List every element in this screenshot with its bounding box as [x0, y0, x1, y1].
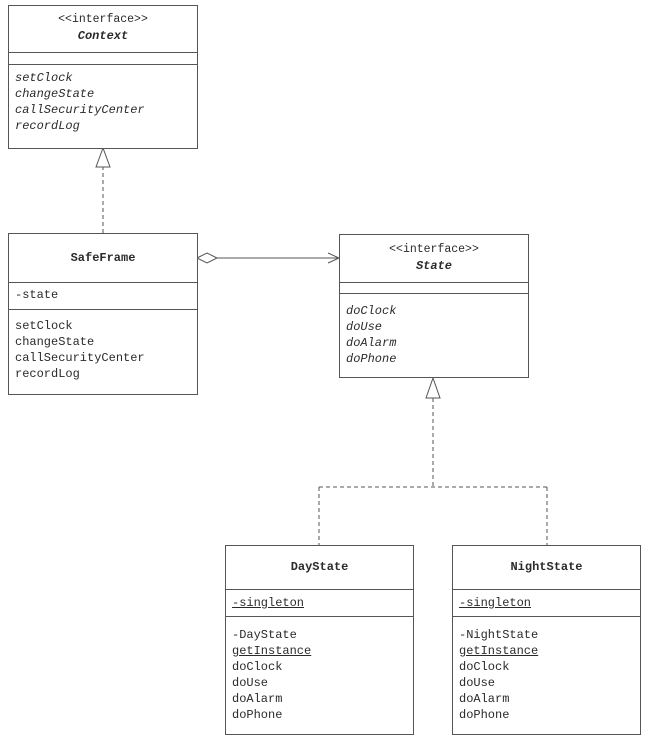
realization-states-state [318, 376, 548, 545]
state-operation: doAlarm [346, 336, 397, 350]
state-operation: doUse [346, 320, 383, 334]
state-name-compartment: <<interface>> State [340, 235, 528, 282]
context-name-compartment: <<interface>> Context [9, 6, 197, 52]
safeframe-operation: callSecurityCenter [15, 351, 145, 365]
nightstate-operation: doAlarm [459, 692, 510, 706]
safeframe-operation: changeState [15, 335, 95, 349]
daystate-operations-compartment: -DayState getInstance doClock doUse doAl… [226, 616, 413, 723]
daystate-name: DayState [290, 560, 349, 574]
nightstate-operation: -NightState [459, 628, 539, 642]
safeframe-operation: setClock [15, 319, 73, 333]
state-operations-compartment: doClock doUse doAlarm doPhone [340, 293, 528, 367]
daystate-operation: doAlarm [232, 692, 283, 706]
context-operation: callSecurityCenter [15, 103, 145, 117]
context-stereotype: <<interface>> [58, 13, 148, 26]
daystate-operation: doPhone [232, 708, 283, 722]
nightstate-class-box: NightState -singleton -NightState getIns… [452, 545, 641, 735]
daystate-operation: -DayState [232, 628, 297, 642]
nightstate-operations-compartment: -NightState getInstance doClock doUse do… [453, 616, 640, 723]
context-operation: setClock [15, 71, 73, 85]
state-operation: doPhone [346, 352, 397, 366]
nightstate-attribute: -singleton [459, 596, 532, 610]
context-operation: changeState [15, 87, 95, 101]
safeframe-operations-compartment: setClock changeState callSecurityCenter … [9, 309, 197, 382]
safeframe-name-compartment: SafeFrame [9, 234, 197, 282]
nightstate-operation: doClock [459, 660, 510, 674]
daystate-attribute: -singleton [232, 596, 305, 610]
safeframe-operation: recordLog [15, 367, 80, 381]
safeframe-attributes-compartment: -state [9, 282, 197, 309]
daystate-name-compartment: DayState [226, 546, 413, 589]
daystate-class-box: DayState -singleton -DayState getInstanc… [225, 545, 414, 735]
context-name: Context [77, 29, 129, 43]
nightstate-name: NightState [510, 560, 583, 574]
daystate-operation: doUse [232, 676, 269, 690]
state-operation: doClock [346, 304, 397, 318]
daystate-attributes-compartment: -singleton [226, 589, 413, 616]
context-attributes-compartment [9, 52, 197, 64]
safeframe-class-box: SafeFrame -state setClock changeState ca… [8, 233, 198, 395]
daystate-operation: getInstance [232, 644, 312, 658]
safeframe-name: SafeFrame [70, 251, 136, 265]
context-operation: recordLog [15, 119, 80, 133]
nightstate-operation: getInstance [459, 644, 539, 658]
context-operations-compartment: setClock changeState callSecurityCenter … [9, 64, 197, 134]
daystate-operation: doClock [232, 660, 283, 674]
nightstate-name-compartment: NightState [453, 546, 640, 589]
state-stereotype: <<interface>> [389, 243, 479, 256]
state-class-box: <<interface>> State doClock doUse doAlar… [339, 234, 529, 378]
nightstate-attributes-compartment: -singleton [453, 589, 640, 616]
safeframe-attribute: -state [15, 288, 59, 302]
context-class-box: <<interface>> Context setClock changeSta… [8, 5, 198, 149]
state-attributes-compartment [340, 282, 528, 293]
aggregation-safeframe-state [195, 252, 341, 264]
state-name: State [415, 259, 452, 273]
realization-safeframe-context [95, 146, 111, 233]
nightstate-operation: doUse [459, 676, 496, 690]
nightstate-operation: doPhone [459, 708, 510, 722]
